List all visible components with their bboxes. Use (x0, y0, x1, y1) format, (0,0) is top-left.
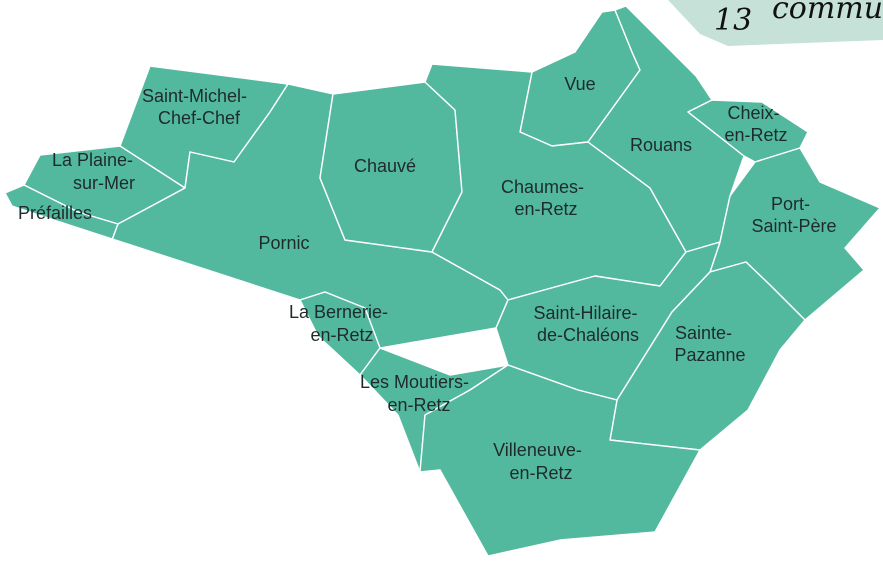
label-sainte-pazanne: Sainte- Pazanne (674, 323, 745, 365)
label-cheix-en-retz: Cheix- en-Retz (724, 103, 787, 145)
label-port-saint-pere: Port- Saint-Père (751, 194, 836, 236)
label-vue: Vue (564, 74, 595, 94)
label-chauve: Chauvé (354, 156, 416, 176)
badge-number: 13 (714, 3, 752, 38)
commune-labels: Saint-Michel- Chef-Chef La Plaine- sur-M… (18, 74, 837, 483)
badge-background (668, 0, 883, 46)
label-rouans: Rouans (630, 135, 692, 155)
commune-sainte-pazanne[interactable] (609, 261, 806, 451)
label-prefailles: Préfailles (18, 203, 92, 223)
commune-villeneuve-en-retz[interactable] (419, 364, 701, 557)
label-saint-hilaire-de-chaleons: Saint-Hilaire- de-Chaléons (533, 303, 642, 345)
label-la-bernerie-en-retz: La Bernerie- en-Retz (289, 302, 393, 345)
label-les-moutiers-en-retz: Les Moutiers- en-Retz (360, 372, 474, 415)
communes (4, 5, 881, 557)
label-saint-michel-chef-chef: Saint-Michel- Chef-Chef (142, 86, 252, 128)
badge-text: commu (772, 0, 883, 26)
label-villeneuve-en-retz: Villeneuve- en-Retz (493, 440, 587, 483)
label-la-plaine-sur-mer: La Plaine- sur-Mer (52, 150, 138, 193)
label-pornic: Pornic (258, 233, 309, 253)
title-badge: 13 commu (668, 0, 883, 46)
label-chaumes-en-retz: Chaumes- en-Retz (501, 177, 589, 219)
